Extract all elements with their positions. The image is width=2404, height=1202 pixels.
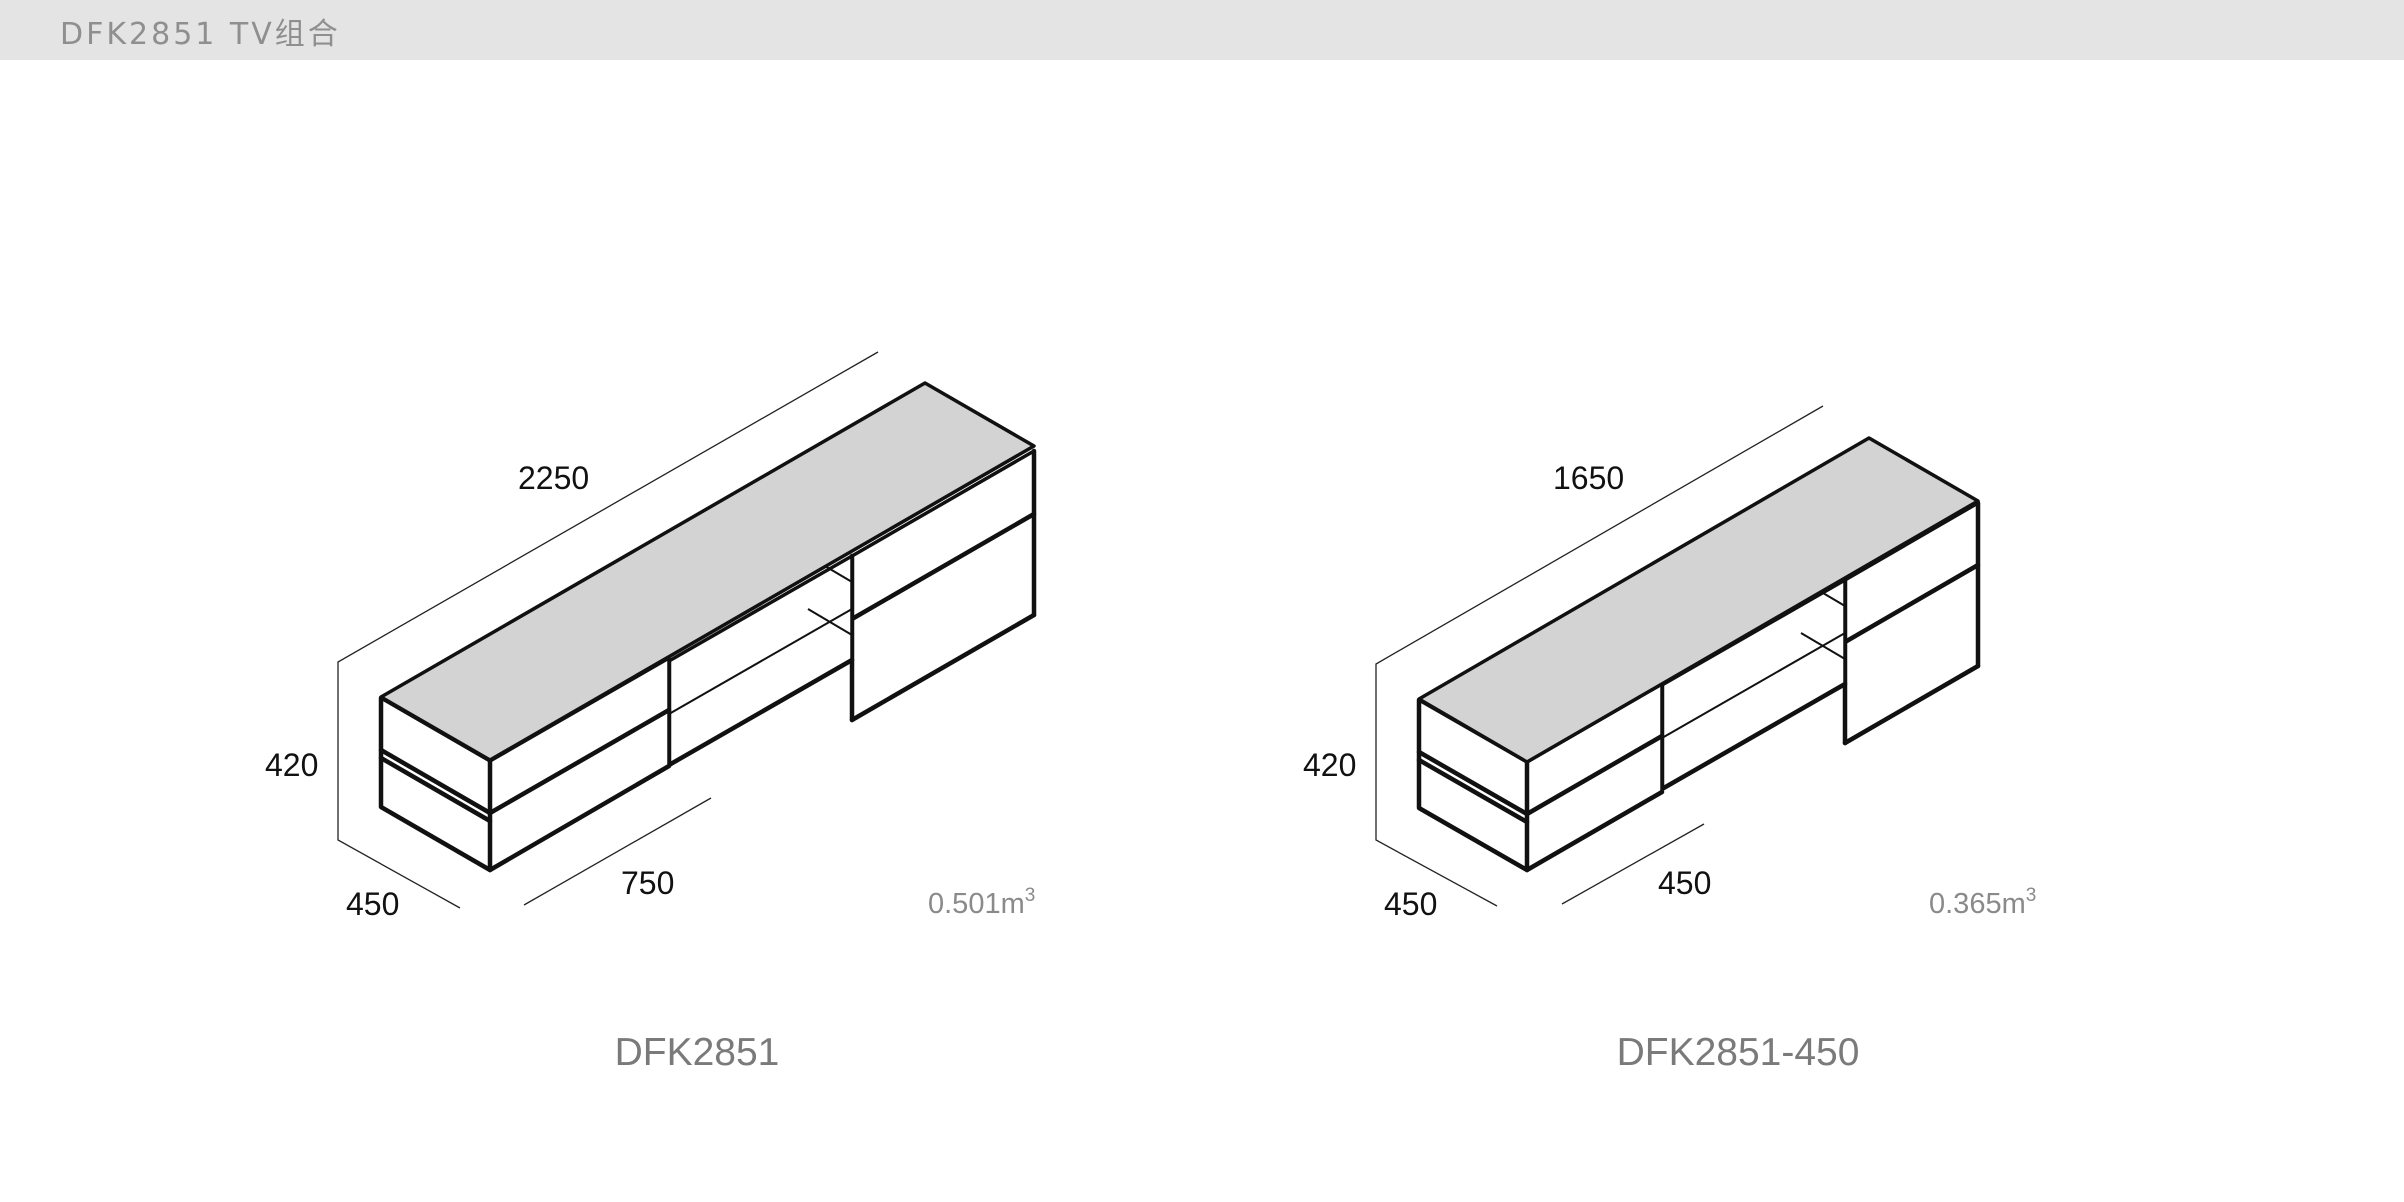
volume-label: 0.501m3 [928,885,1035,920]
dim-length: 1650 [1553,460,1624,496]
dim-module: 450 [1658,865,1711,901]
top-panel [1417,436,1980,764]
dim-length: 2250 [518,460,589,496]
dim-depth: 450 [1384,886,1437,922]
volume-exponent: 3 [1025,885,1036,906]
dim-height: 420 [1303,747,1356,783]
header-bar: DFK2851 TV组合 [0,0,2404,60]
volume-label: 0.365m3 [1929,885,2036,920]
volume-value: 0.365m [1929,888,2026,920]
dim-height: 420 [265,747,318,783]
dimension-lines [337,351,879,909]
furniture-drawing-dfk2851: 2250 420 450 750 0.501m3 DFK2851 [265,351,1037,1074]
dimension-lines [1375,405,1824,907]
volume-value: 0.501m [928,888,1025,920]
page-title: DFK2851 TV组合 [60,17,341,52]
volume-exponent: 3 [2026,885,2037,906]
furniture-drawing-dfk2851-450: 1650 420 450 450 0.365m3 DFK2851-450 [1303,405,2036,1074]
top-panel [379,381,1036,762]
dim-depth: 450 [346,886,399,922]
model-name: DFK2851 [615,1031,780,1074]
dim-module: 750 [621,865,674,901]
model-name: DFK2851-450 [1617,1031,1860,1074]
